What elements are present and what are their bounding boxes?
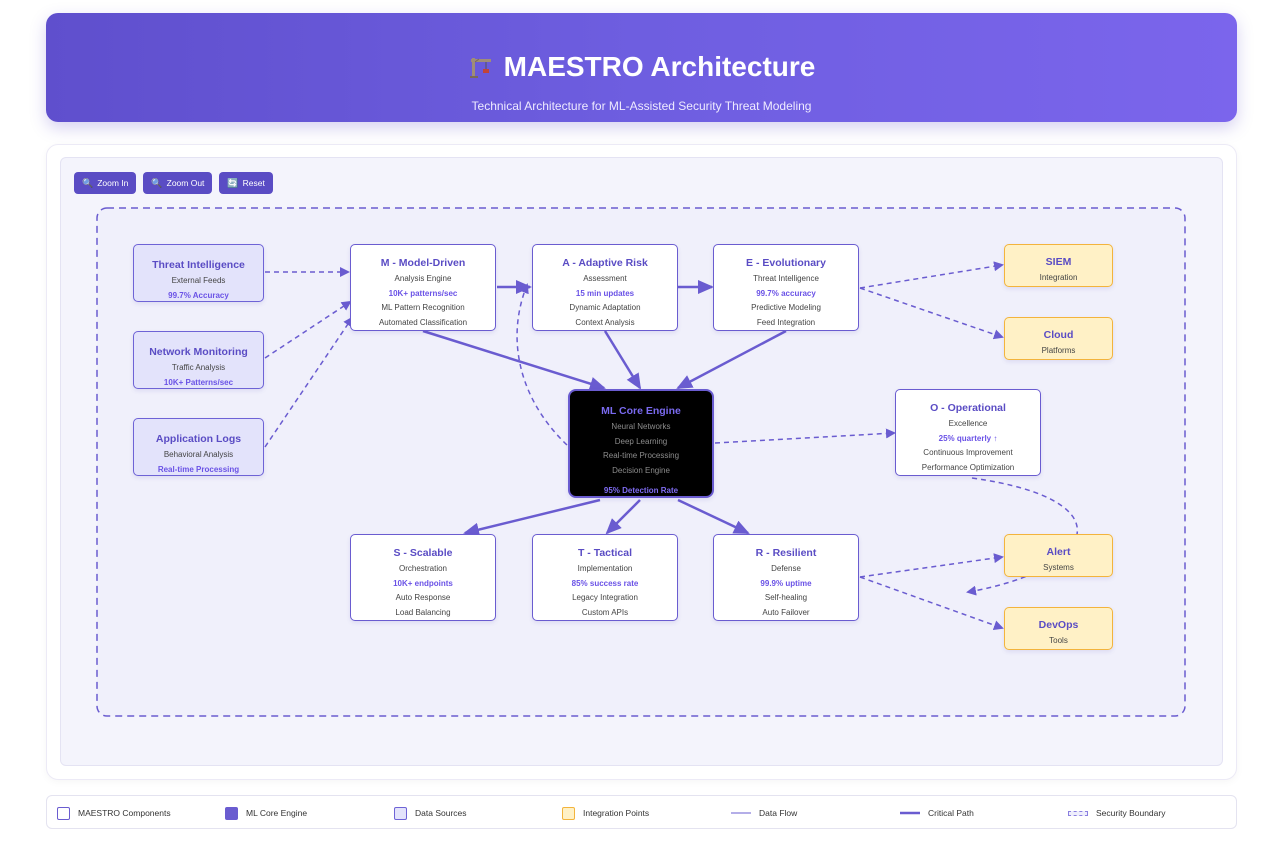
crane-icon bbox=[469, 58, 491, 78]
component-model-driven[interactable]: M - Model-Driven Analysis Engine 10K+ pa… bbox=[350, 244, 496, 331]
legend-item-integration: Integration Points bbox=[562, 806, 649, 820]
legend-item-core: ML Core Engine bbox=[225, 806, 307, 820]
legend-item-flow: Data Flow bbox=[731, 806, 797, 820]
legend-item-critical: Critical Path bbox=[900, 806, 974, 820]
legend-item-components: MAESTRO Components bbox=[57, 806, 171, 820]
ml-core-engine[interactable]: ML Core Engine Neural Networks Deep Lear… bbox=[568, 389, 714, 498]
flow-network-to-m bbox=[264, 300, 352, 359]
component-adaptive-risk[interactable]: A - Adaptive Risk Assessment 15 min upda… bbox=[532, 244, 678, 331]
component-operational[interactable]: O - Operational Excellence 25% quarterly… bbox=[895, 389, 1041, 476]
flow-r-to-alert bbox=[859, 553, 1004, 578]
critical-a-to-core bbox=[603, 330, 642, 390]
zoom-in-button[interactable]: 🔍 Zoom In bbox=[74, 172, 137, 194]
legend-item-sources: Data Sources bbox=[394, 806, 467, 820]
flow-logs-to-m bbox=[264, 316, 354, 448]
zoom-out-button[interactable]: 🔍 Zoom Out bbox=[143, 172, 213, 194]
integration-cloud[interactable]: Cloud Platforms bbox=[1004, 317, 1113, 360]
page-header: MAESTRO Architecture Technical Architect… bbox=[46, 13, 1237, 122]
magnifier-plus-icon: 🔍 bbox=[82, 177, 94, 188]
flow-e-to-cloud bbox=[859, 287, 1004, 340]
magnifier-minus-icon: 🔍 bbox=[151, 177, 163, 188]
component-scalable[interactable]: S - Scalable Orchestration 10K+ endpoint… bbox=[350, 534, 496, 621]
source-threat-intelligence[interactable]: Threat Intelligence External Feeds 99.7%… bbox=[133, 244, 264, 302]
legend-swatch bbox=[57, 806, 70, 820]
integration-alert[interactable]: Alert Systems bbox=[1004, 534, 1113, 577]
page-title: MAESTRO Architecture bbox=[503, 51, 816, 82]
critical-core-to-t bbox=[605, 499, 641, 535]
component-evolutionary[interactable]: E - Evolutionary Threat Intelligence 99.… bbox=[713, 244, 859, 331]
integration-siem[interactable]: SIEM Integration bbox=[1004, 244, 1113, 287]
feedback-core-to-a bbox=[516, 283, 568, 446]
legend-swatch bbox=[562, 806, 575, 820]
source-application-logs[interactable]: Application Logs Behavioral Analysis Rea… bbox=[133, 418, 264, 476]
legend-swatch bbox=[225, 806, 238, 820]
legend-line-flow bbox=[731, 812, 751, 814]
reset-button[interactable]: 🔄 Reset bbox=[219, 172, 273, 194]
component-tactical[interactable]: T - Tactical Implementation 85% success … bbox=[532, 534, 678, 621]
critical-core-to-r bbox=[677, 498, 750, 535]
critical-m-to-core bbox=[422, 329, 606, 391]
flow-e-to-siem bbox=[859, 261, 1004, 289]
critical-e-to-core bbox=[676, 329, 787, 390]
legend-boundary-swatch bbox=[1068, 810, 1088, 816]
zoom-toolbar: 🔍 Zoom In 🔍 Zoom Out 🔄 Reset bbox=[74, 172, 273, 194]
legend-line-critical bbox=[900, 811, 920, 815]
legend: MAESTRO Components ML Core Engine Data S… bbox=[46, 795, 1237, 829]
component-resilient[interactable]: R - Resilient Defense 99.9% uptime Self-… bbox=[713, 534, 859, 621]
page-subtitle: Technical Architecture for ML-Assisted S… bbox=[471, 99, 812, 113]
critical-core-to-s bbox=[463, 498, 601, 537]
source-network-monitoring[interactable]: Network Monitoring Traffic Analysis 10K+… bbox=[133, 331, 264, 389]
reset-icon: 🔄 bbox=[227, 177, 239, 188]
integration-devops[interactable]: DevOps Tools bbox=[1004, 607, 1113, 650]
flow-r-to-devops bbox=[859, 576, 1004, 631]
flow-core-to-o bbox=[714, 428, 896, 444]
legend-swatch bbox=[394, 806, 407, 820]
legend-item-boundary: Security Boundary bbox=[1068, 806, 1165, 820]
